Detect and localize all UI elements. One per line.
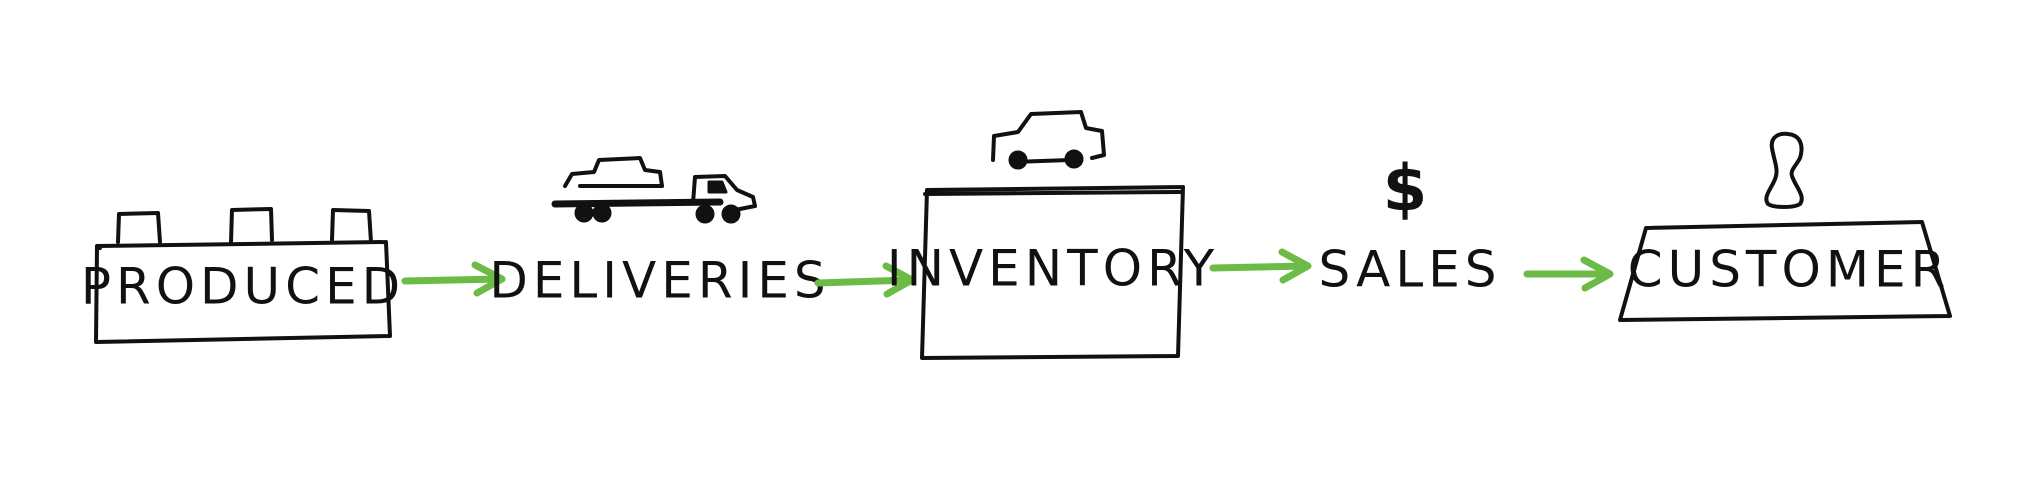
dollar-icon: $ <box>1383 153 1428 227</box>
customer-label: CUSTOMER <box>1628 241 1951 299</box>
customer-trapezoid <box>1618 220 1952 322</box>
sales-label: SALES <box>1318 241 1501 299</box>
inventory-box <box>920 185 1185 360</box>
car-icon <box>991 110 1106 170</box>
factory-icon <box>116 207 373 244</box>
deliveries-label: DELIVERIES <box>489 252 830 310</box>
truck-icon <box>551 156 757 224</box>
arrow-2 <box>814 262 916 298</box>
person-icon <box>1764 131 1804 209</box>
step-sales: $ SALES <box>1318 153 1501 299</box>
inventory-label: INVENTORY <box>887 240 1219 298</box>
step-customer: CUSTOMER <box>1618 131 1952 322</box>
arrow-1 <box>401 261 506 297</box>
step-inventory: INVENTORY <box>887 110 1219 360</box>
produced-box <box>94 240 392 344</box>
arrow-3 <box>1209 248 1312 284</box>
step-deliveries: DELIVERIES <box>489 156 830 310</box>
arrow-4 <box>1523 256 1614 292</box>
produced-label: PRODUCED <box>81 258 405 316</box>
step-produced: PRODUCED <box>81 207 405 344</box>
